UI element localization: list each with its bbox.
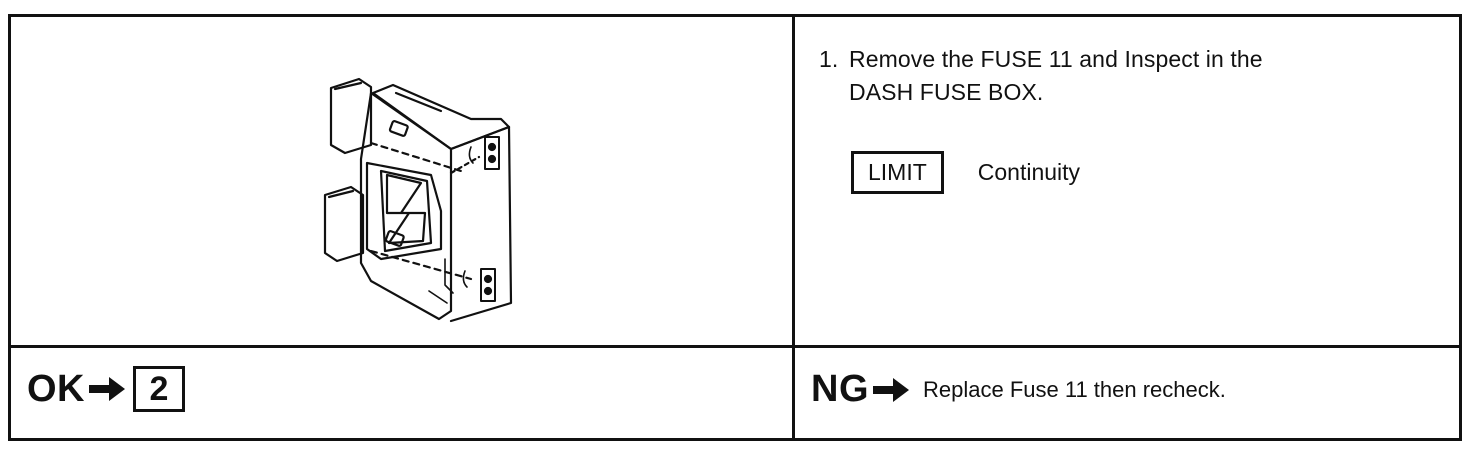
illustration-cell bbox=[11, 17, 792, 345]
instruction-step: 1.Remove the FUSE 11 and Inspect in the … bbox=[819, 43, 1263, 109]
ok-cell: OK 2 bbox=[11, 348, 792, 438]
limit-row: LIMIT Continuity bbox=[851, 151, 1080, 194]
blade-fuse-icon bbox=[323, 77, 513, 323]
instruction-line-1: Remove the FUSE 11 and Inspect in the bbox=[849, 46, 1263, 72]
row-divider bbox=[11, 345, 1459, 348]
column-divider bbox=[792, 17, 795, 438]
inspection-table: 1.Remove the FUSE 11 and Inspect in the … bbox=[8, 14, 1462, 441]
ng-action-text: Replace Fuse 11 then recheck. bbox=[923, 376, 1226, 402]
step-number: 1. bbox=[819, 46, 839, 72]
ng-result: NG Replace Fuse 11 then recheck. bbox=[811, 368, 1226, 411]
ng-cell: NG Replace Fuse 11 then recheck. bbox=[795, 348, 1459, 438]
instruction-line-2: DASH FUSE BOX. bbox=[849, 79, 1044, 105]
ok-result: OK 2 bbox=[27, 366, 185, 412]
ng-label: NG bbox=[811, 368, 869, 410]
right-arrow-icon bbox=[873, 377, 909, 402]
limit-label-box: LIMIT bbox=[851, 151, 944, 194]
limit-value: Continuity bbox=[977, 159, 1081, 185]
instruction-cell: 1.Remove the FUSE 11 and Inspect in the … bbox=[795, 17, 1459, 345]
right-arrow-icon bbox=[89, 377, 125, 401]
ok-label: OK bbox=[27, 367, 85, 410]
next-step-box: 2 bbox=[133, 366, 185, 412]
